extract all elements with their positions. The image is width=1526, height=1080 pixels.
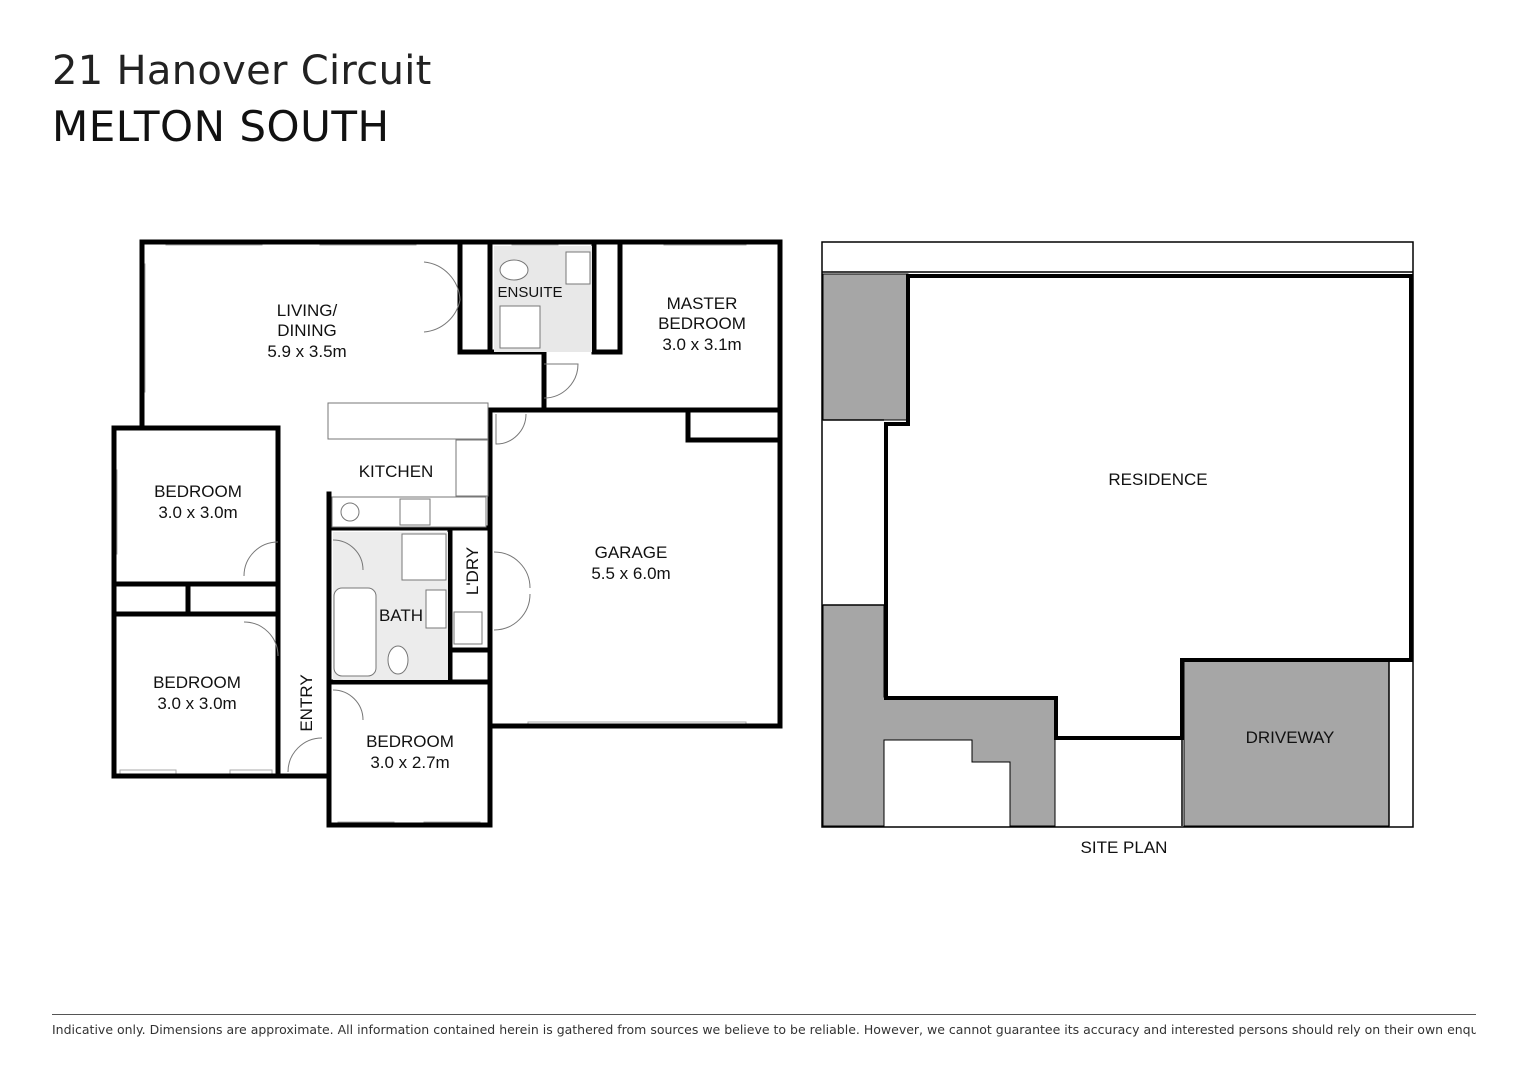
master-label-1: MASTER xyxy=(667,294,738,313)
door-swing xyxy=(493,551,531,589)
oven xyxy=(399,498,431,526)
laundry-label: L'DRY xyxy=(463,547,482,595)
footer-divider xyxy=(52,1014,1476,1015)
master-label-2: BEDROOM xyxy=(658,314,746,333)
property-address: 21 Hanover Circuit xyxy=(52,48,432,94)
vanity xyxy=(425,589,447,629)
site-plan: RESIDENCE DRIVEWAY SITE PLAN xyxy=(821,241,1414,857)
kitchen-bench xyxy=(327,402,489,440)
door-swing xyxy=(423,299,461,333)
ensuite-shower xyxy=(499,305,541,349)
door-swing xyxy=(332,539,364,571)
toilet xyxy=(387,645,409,675)
garage-dimensions: 5.5 x 6.0m xyxy=(591,564,670,583)
wall xyxy=(591,239,623,355)
ensuite-vanity xyxy=(565,251,591,285)
entry-label: ENTRY xyxy=(297,674,316,731)
door-swing xyxy=(287,737,323,773)
property-suburb: MELTON SOUTH xyxy=(52,102,390,151)
residence-outline xyxy=(884,274,1413,740)
bath-label: BATH xyxy=(379,606,423,625)
bathtub xyxy=(333,587,377,677)
shower xyxy=(401,533,447,581)
ensuite-toilet xyxy=(499,259,529,281)
kitchen-label: KITCHEN xyxy=(359,462,434,481)
driveway-label: DRIVEWAY xyxy=(1246,728,1335,747)
laundry-tub xyxy=(453,611,483,645)
door-swing xyxy=(543,363,579,399)
living-dimensions: 5.9 x 3.5m xyxy=(267,342,346,361)
bedroom-b-dimensions: 3.0 x 3.0m xyxy=(157,694,236,713)
wall xyxy=(111,239,783,828)
site-paving-side xyxy=(822,604,1056,827)
door-swing xyxy=(495,413,527,445)
wall xyxy=(139,425,281,779)
site-plan-caption: SITE PLAN xyxy=(1081,838,1168,857)
floor-plan: LIVING/ DINING 5.9 x 3.5m ENSUITE MASTER… xyxy=(111,239,783,828)
door-swing xyxy=(332,689,364,721)
site-paving-top xyxy=(822,273,909,421)
door-swing xyxy=(493,593,531,631)
living-label-1: LIVING/ xyxy=(277,301,338,320)
bedroom-b-label: BEDROOM xyxy=(153,673,241,692)
cooktop xyxy=(340,502,360,522)
door-swing xyxy=(423,261,461,301)
ensuite-label: ENSUITE xyxy=(497,284,562,301)
bedroom-c-label: BEDROOM xyxy=(366,732,454,751)
bedroom-c-dimensions: 3.0 x 2.7m xyxy=(370,753,449,772)
disclaimer-text: Indicative only. Dimensions are approxim… xyxy=(52,1022,1476,1037)
door-swing xyxy=(243,541,279,577)
bedroom-a-dimensions: 3.0 x 3.0m xyxy=(158,503,237,522)
wall xyxy=(685,407,783,443)
bedroom-a-label: BEDROOM xyxy=(154,482,242,501)
master-dimensions: 3.0 x 3.1m xyxy=(662,335,741,354)
wall xyxy=(457,239,493,355)
residence-label: RESIDENCE xyxy=(1108,470,1207,489)
kitchen-sink xyxy=(455,439,489,497)
garage-label: GARAGE xyxy=(595,543,668,562)
door-swing xyxy=(243,621,279,657)
living-label-2: DINING xyxy=(277,321,337,340)
